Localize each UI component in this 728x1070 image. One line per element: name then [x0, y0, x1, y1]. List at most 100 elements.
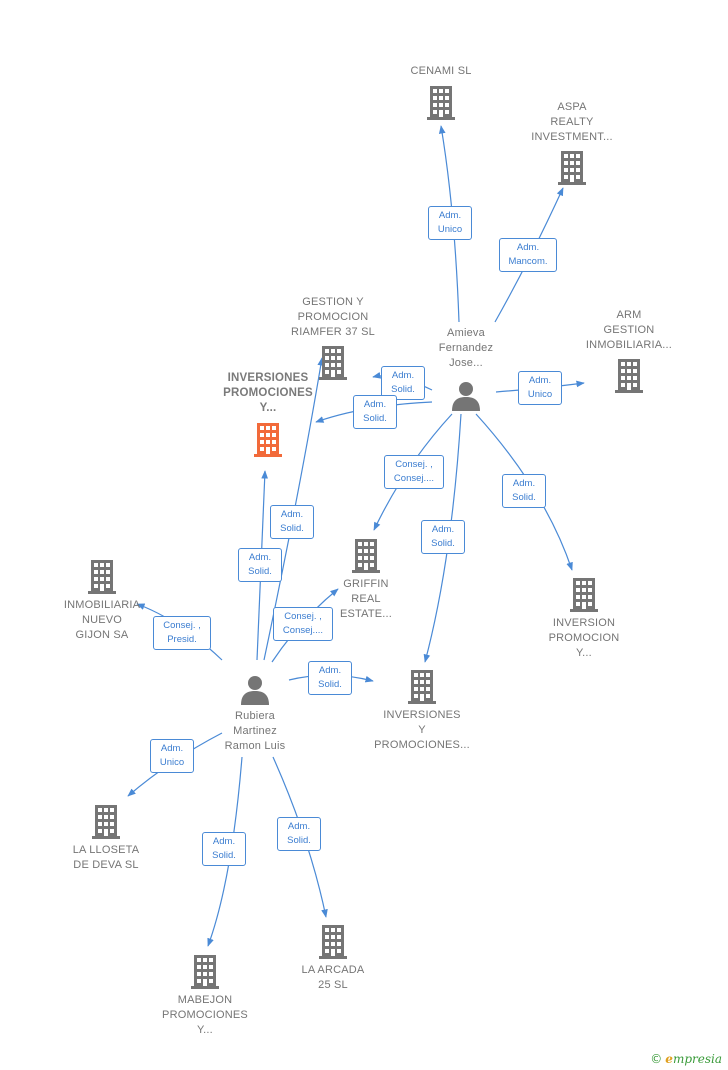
- node-label-line: LA LLOSETA: [72, 844, 140, 856]
- edge-label-line: Adm.: [287, 821, 311, 832]
- node-label-line: INVESTMENT...: [531, 131, 613, 143]
- edge-label-line: Adm.: [212, 836, 236, 847]
- node-label-line: ESTATE...: [339, 608, 393, 620]
- node-label-arcada[interactable]: LA ARCADA 25 SL: [263, 963, 403, 993]
- edge-label-line: Adm.: [438, 210, 462, 221]
- node-label-line: ARM: [616, 309, 642, 321]
- edge-label-e11[interactable]: Consej. ,Presid.: [153, 616, 211, 650]
- node-label-line: Fernandez: [438, 342, 494, 354]
- building-icon[interactable]: [319, 925, 347, 959]
- edge-label-e14[interactable]: Adm. Unico: [150, 739, 194, 773]
- edge-label-e1[interactable]: Adm. Unico: [428, 206, 472, 240]
- node-label-line: Jose...: [449, 357, 483, 369]
- building-icon[interactable]: [427, 86, 455, 120]
- building-icon[interactable]: [191, 955, 219, 989]
- building-icon[interactable]: [558, 151, 586, 185]
- edge-label-line: Solid.: [431, 538, 455, 549]
- node-label-line: NUEVO: [81, 614, 123, 626]
- node-label-line: INVERSIONES: [383, 709, 461, 721]
- edge-label-e7[interactable]: Adm.Solid.: [421, 520, 465, 554]
- copyright-symbol: ©: [650, 1052, 663, 1066]
- brand-initial: e: [665, 1052, 673, 1066]
- node-label-cenami[interactable]: CENAMI SL: [371, 64, 511, 79]
- node-label-line: RIAMFER 37 SL: [291, 326, 375, 338]
- node-label-line: INVERSIONES: [227, 372, 309, 384]
- edge-label-e9[interactable]: Adm.Solid.: [270, 505, 314, 539]
- edge-label-e4[interactable]: Adm. Solid.: [353, 395, 397, 429]
- person-icon[interactable]: [241, 676, 269, 705]
- node-label-line: Y...: [197, 1024, 213, 1036]
- edge-label-line: Unico: [527, 389, 553, 400]
- edge-label-e10[interactable]: Adm. Solid.: [238, 548, 282, 582]
- node-label-inmobiliaria[interactable]: INMOBILIARIA NUEVO GIJON SA: [32, 598, 172, 643]
- node-label-gestion[interactable]: GESTION Y PROMOCION RIAMFER 37 SL: [263, 295, 403, 340]
- edge-label-e12[interactable]: Consej. ,Consej....: [273, 607, 333, 641]
- node-label-line: LA ARCADA: [301, 964, 365, 976]
- edge-label-e3[interactable]: Adm.Solid.: [381, 366, 425, 400]
- edge-label-e6[interactable]: Consej. , Consej....: [384, 455, 444, 489]
- building-icon[interactable]: [254, 423, 282, 457]
- edge-label-line: Consej. ,: [395, 459, 433, 470]
- node-label-arm[interactable]: ARM GESTION INMOBILIARIA...: [559, 308, 699, 353]
- node-label-line: PROMOCIONES: [223, 387, 313, 399]
- node-label-line: ASPA: [557, 101, 587, 113]
- edge-label-e5[interactable]: Adm. Unico: [518, 371, 562, 405]
- edge-label-e16[interactable]: Adm. Solid.: [277, 817, 321, 851]
- edge-label-e2[interactable]: Adm.Mancom.: [499, 238, 557, 272]
- edge-label-line: Adm.: [528, 375, 552, 386]
- node-label-line: GIJON SA: [75, 629, 129, 641]
- building-icon[interactable]: [408, 670, 436, 704]
- edge-label-line: Adm.: [512, 478, 536, 489]
- edge-label-line: Adm.: [248, 552, 272, 563]
- edge-label-e8[interactable]: Adm. Solid.: [502, 474, 546, 508]
- edge-label-e13[interactable]: Adm.Solid.: [308, 661, 352, 695]
- node-label-line: INMOBILIARIA: [63, 599, 141, 611]
- edge-label-line: Mancom.: [508, 256, 548, 267]
- node-label-inversiones_focus[interactable]: INVERSIONES PROMOCIONES Y...: [198, 371, 338, 416]
- node-label-line: GESTION: [603, 324, 655, 336]
- edge-label-line: Unico: [437, 224, 463, 235]
- node-label-line: Amieva: [447, 327, 485, 339]
- edge-label-line: Solid.: [318, 679, 342, 690]
- edge-label-line: Solid.: [363, 413, 387, 424]
- edge-label-line: Unico: [159, 757, 185, 768]
- edge-label-line: Consej. ,: [163, 620, 201, 631]
- brand-logo: ©empresia: [650, 1052, 722, 1066]
- building-icon[interactable]: [570, 578, 598, 612]
- edge-label-line: Solid.: [287, 835, 311, 846]
- node-label-line: Y...: [576, 647, 592, 659]
- edge-label-line: Solid.: [212, 850, 236, 861]
- edge-label-line: Consej. ,: [284, 611, 322, 622]
- building-icon[interactable]: [92, 805, 120, 839]
- edge-label-e15[interactable]: Adm. Solid.: [202, 832, 246, 866]
- node-label-line: INVERSION: [552, 617, 616, 629]
- edge-label-line: Adm.: [363, 399, 387, 410]
- brand-name: mpresia: [672, 1052, 722, 1066]
- edge-label-line: Adm.: [160, 743, 184, 754]
- node-label-line: Rubiera: [235, 710, 275, 722]
- building-icon[interactable]: [615, 359, 643, 393]
- edge-label-line: Consej....: [393, 473, 435, 484]
- edge-label-line: Adm.: [391, 370, 415, 381]
- edge-label-line: Solid.: [512, 492, 536, 503]
- node-label-line: Y: [418, 724, 426, 736]
- node-label-line: MABEJON: [177, 994, 233, 1006]
- node-label-line: GESTION Y: [302, 296, 364, 308]
- node-label-line: 25 SL: [318, 979, 348, 991]
- edge-label-line: Solid.: [248, 566, 272, 577]
- node-label-line: INMOBILIARIA...: [585, 339, 673, 351]
- building-icon[interactable]: [88, 560, 116, 594]
- building-icon[interactable]: [352, 539, 380, 573]
- node-label-line: Y...: [259, 402, 277, 414]
- person-icon[interactable]: [452, 382, 480, 411]
- node-label-line: PROMOCION: [297, 311, 369, 323]
